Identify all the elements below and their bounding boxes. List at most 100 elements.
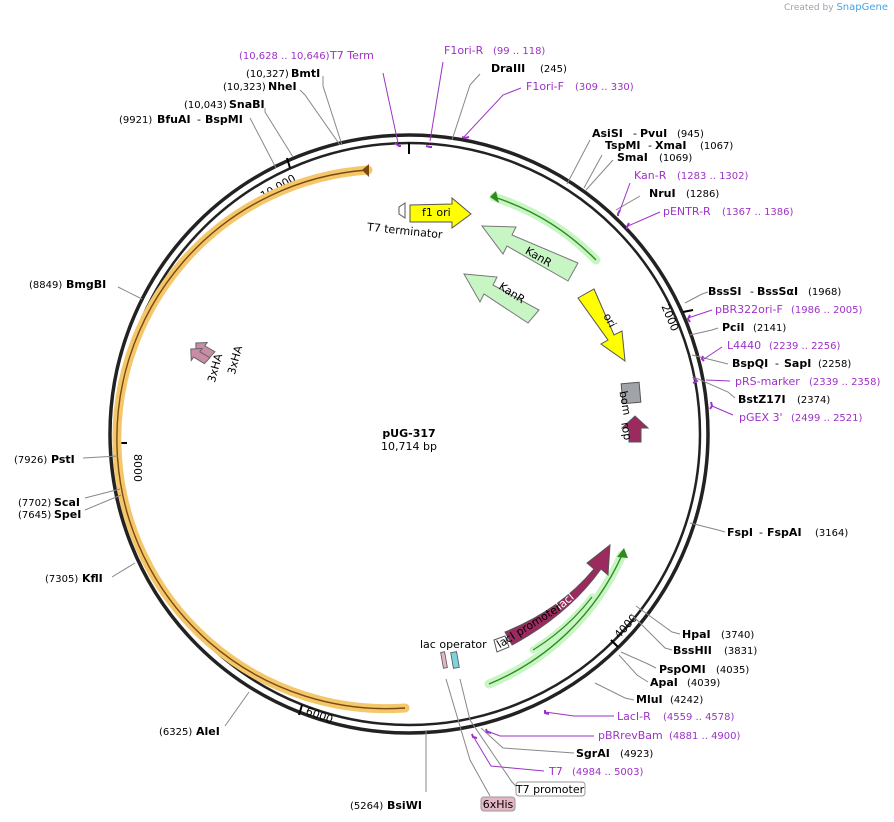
enzyme-nrui: NruI xyxy=(649,187,676,200)
primer-pos-f1ori-r: (99 .. 118) xyxy=(493,46,545,57)
enzyme-dash: - xyxy=(775,357,779,370)
f1-ori-arrow xyxy=(409,196,472,229)
enzyme-pos-apai: (4039) xyxy=(687,678,720,689)
plasmid-size: 10,714 bp xyxy=(381,440,437,453)
six-his-leader xyxy=(445,678,491,797)
enzyme-pos-fspi: (3164) xyxy=(815,528,848,539)
orange-feature-arc-core xyxy=(116,169,406,710)
primer-pos-t7: (4984 .. 5003) xyxy=(572,767,644,778)
enzyme-pos-pcii: (2141) xyxy=(753,323,786,334)
t7-promoter-label: T7 promoter xyxy=(515,783,585,796)
enzyme-alei: AleI xyxy=(196,725,220,738)
enzyme-pos-bsshii: (3831) xyxy=(724,646,757,657)
six-his-shape xyxy=(450,651,460,669)
green-arc-bottom-core xyxy=(488,554,623,685)
tick-4000 xyxy=(610,639,619,648)
bom-label: bom xyxy=(616,390,633,416)
enzyme-pos-bsssi: (1968) xyxy=(808,287,841,298)
six-his-label: 6xHis xyxy=(483,798,514,811)
enzyme-tspmi: TspMI xyxy=(605,139,641,152)
enzyme-hpai: HpaI xyxy=(682,628,711,641)
enzyme-mlui: MluI xyxy=(636,693,663,706)
primer-pbr322ori-f: pBR322ori-F xyxy=(715,303,783,316)
primer-pentr-r: pENTR-R xyxy=(663,205,711,218)
hxha-arrow-2 xyxy=(190,348,211,365)
enzyme-kfli: KflI xyxy=(82,572,103,585)
lac-operator-label: lac operator xyxy=(420,638,487,651)
enzyme-pos-bstz17i: (2374) xyxy=(797,395,830,406)
snapgene-credit: Created by SnapGene xyxy=(784,2,888,13)
enzyme-pspomi: PspOMI xyxy=(659,663,706,676)
enzyme-snabi: SnaBI xyxy=(229,98,265,111)
enzyme-pos-pspomi: (4035) xyxy=(716,665,749,676)
hxha-label-2: 3xHA xyxy=(225,344,245,376)
snapgene-brand: SnapGene xyxy=(836,2,888,13)
primer-pos-kan-r: (1283 .. 1302) xyxy=(677,171,749,182)
green-arc-inner-core xyxy=(532,596,593,651)
enzyme-pos-mlui: (4242) xyxy=(670,695,703,706)
orange-feature-arc xyxy=(112,165,410,714)
tick-10000 xyxy=(286,157,291,169)
enzyme-pos-nhei: (10,323) xyxy=(223,82,266,93)
rop-arrow xyxy=(620,415,650,443)
primer-pos-pbr322ori-f: (1986 .. 2005) xyxy=(791,305,863,316)
enzyme-dash: - xyxy=(633,127,637,140)
enzyme-dash: - xyxy=(648,139,652,152)
laci-arrow xyxy=(504,543,611,646)
enzyme-pos-sgrai: (4923) xyxy=(620,749,653,760)
primer-pos-pbrrevbam: (4881 .. 4900) xyxy=(669,731,741,742)
primer-pgex3: pGEX 3' xyxy=(739,411,783,424)
laci-promoter-shape xyxy=(493,635,510,653)
primer-pos-laci-r: (4559 .. 4578) xyxy=(663,712,735,723)
enzyme-pos-snabi: (10,043) xyxy=(184,100,227,111)
enzyme-pos-alei: (6325) xyxy=(159,727,192,738)
primer-pos-t7term: (10,628 .. 10,646) xyxy=(239,51,330,62)
enzyme-xmai: XmaI xyxy=(655,139,686,152)
enzyme-bspmi: BspMI xyxy=(205,113,243,126)
t7-promoter-callout: T7 promoter xyxy=(459,678,586,797)
tick-label-6000: 6000 xyxy=(304,705,335,727)
enzyme-leaders xyxy=(82,73,736,792)
enzyme-pos-spei: (7645) xyxy=(18,510,51,521)
enzyme-draiii: DraIII xyxy=(491,62,525,75)
lac-operator-shape xyxy=(440,651,448,669)
enzyme-apai: ApaI xyxy=(650,676,678,689)
enzyme-pos-smai: (1069) xyxy=(659,153,692,164)
enzyme-bstz17i: BstZ17I xyxy=(738,393,786,406)
enzyme-pos-hpai: (3740) xyxy=(721,630,754,641)
t7-promoter-leader xyxy=(459,678,517,787)
f1-ori-label: f1 ori xyxy=(422,206,451,219)
green-arc-top-core xyxy=(493,196,597,261)
enzyme-sgrai: SgrAI xyxy=(576,747,610,760)
ori-label: ori xyxy=(601,311,619,330)
primer-pos-pgex3: (2499 .. 2521) xyxy=(791,413,863,424)
primer-pbrrevbam: pBRrevBam xyxy=(598,729,663,742)
enzyme-bsiwi: BsiWI xyxy=(387,799,422,812)
plasmid-name: pUG-317 xyxy=(382,427,435,440)
enzyme-pvui: PvuI xyxy=(640,127,667,140)
primer-leaders xyxy=(382,61,734,772)
six-his-callout: 6xHis xyxy=(445,678,516,812)
enzyme-pos-bspqi: (2258) xyxy=(818,359,851,370)
primer-pos-f1ori-f: (309 .. 330) xyxy=(575,82,634,93)
enzyme-pos-bfuai: (9921) xyxy=(119,115,152,126)
rop-label: rop xyxy=(618,421,634,441)
enzyme-pos-asisi: (945) xyxy=(677,129,704,140)
enzyme-bmgbi: BmgBI xyxy=(66,278,106,291)
enzyme-scai: ScaI xyxy=(54,496,80,509)
primer-pos-l4440: (2239 .. 2256) xyxy=(769,341,841,352)
primer-l4440: L4440 xyxy=(727,339,761,352)
primer-f1ori-f: F1ori-F xyxy=(526,80,564,93)
enzyme-smai: SmaI xyxy=(617,151,648,164)
enzyme-bsshii: BssHII xyxy=(673,644,712,657)
orange-arc-arrowhead xyxy=(362,164,369,177)
tick-6000 xyxy=(298,704,303,716)
primer-marks xyxy=(394,136,714,739)
enzyme-pos-scai: (7702) xyxy=(18,498,51,509)
t7-promoter-box xyxy=(515,781,586,797)
primer-kan-r: Kan-R xyxy=(634,169,667,182)
enzyme-spei: SpeI xyxy=(54,508,81,521)
primer-t7: T7 xyxy=(548,765,563,778)
primer-f1ori-r: F1ori-R xyxy=(444,44,484,57)
